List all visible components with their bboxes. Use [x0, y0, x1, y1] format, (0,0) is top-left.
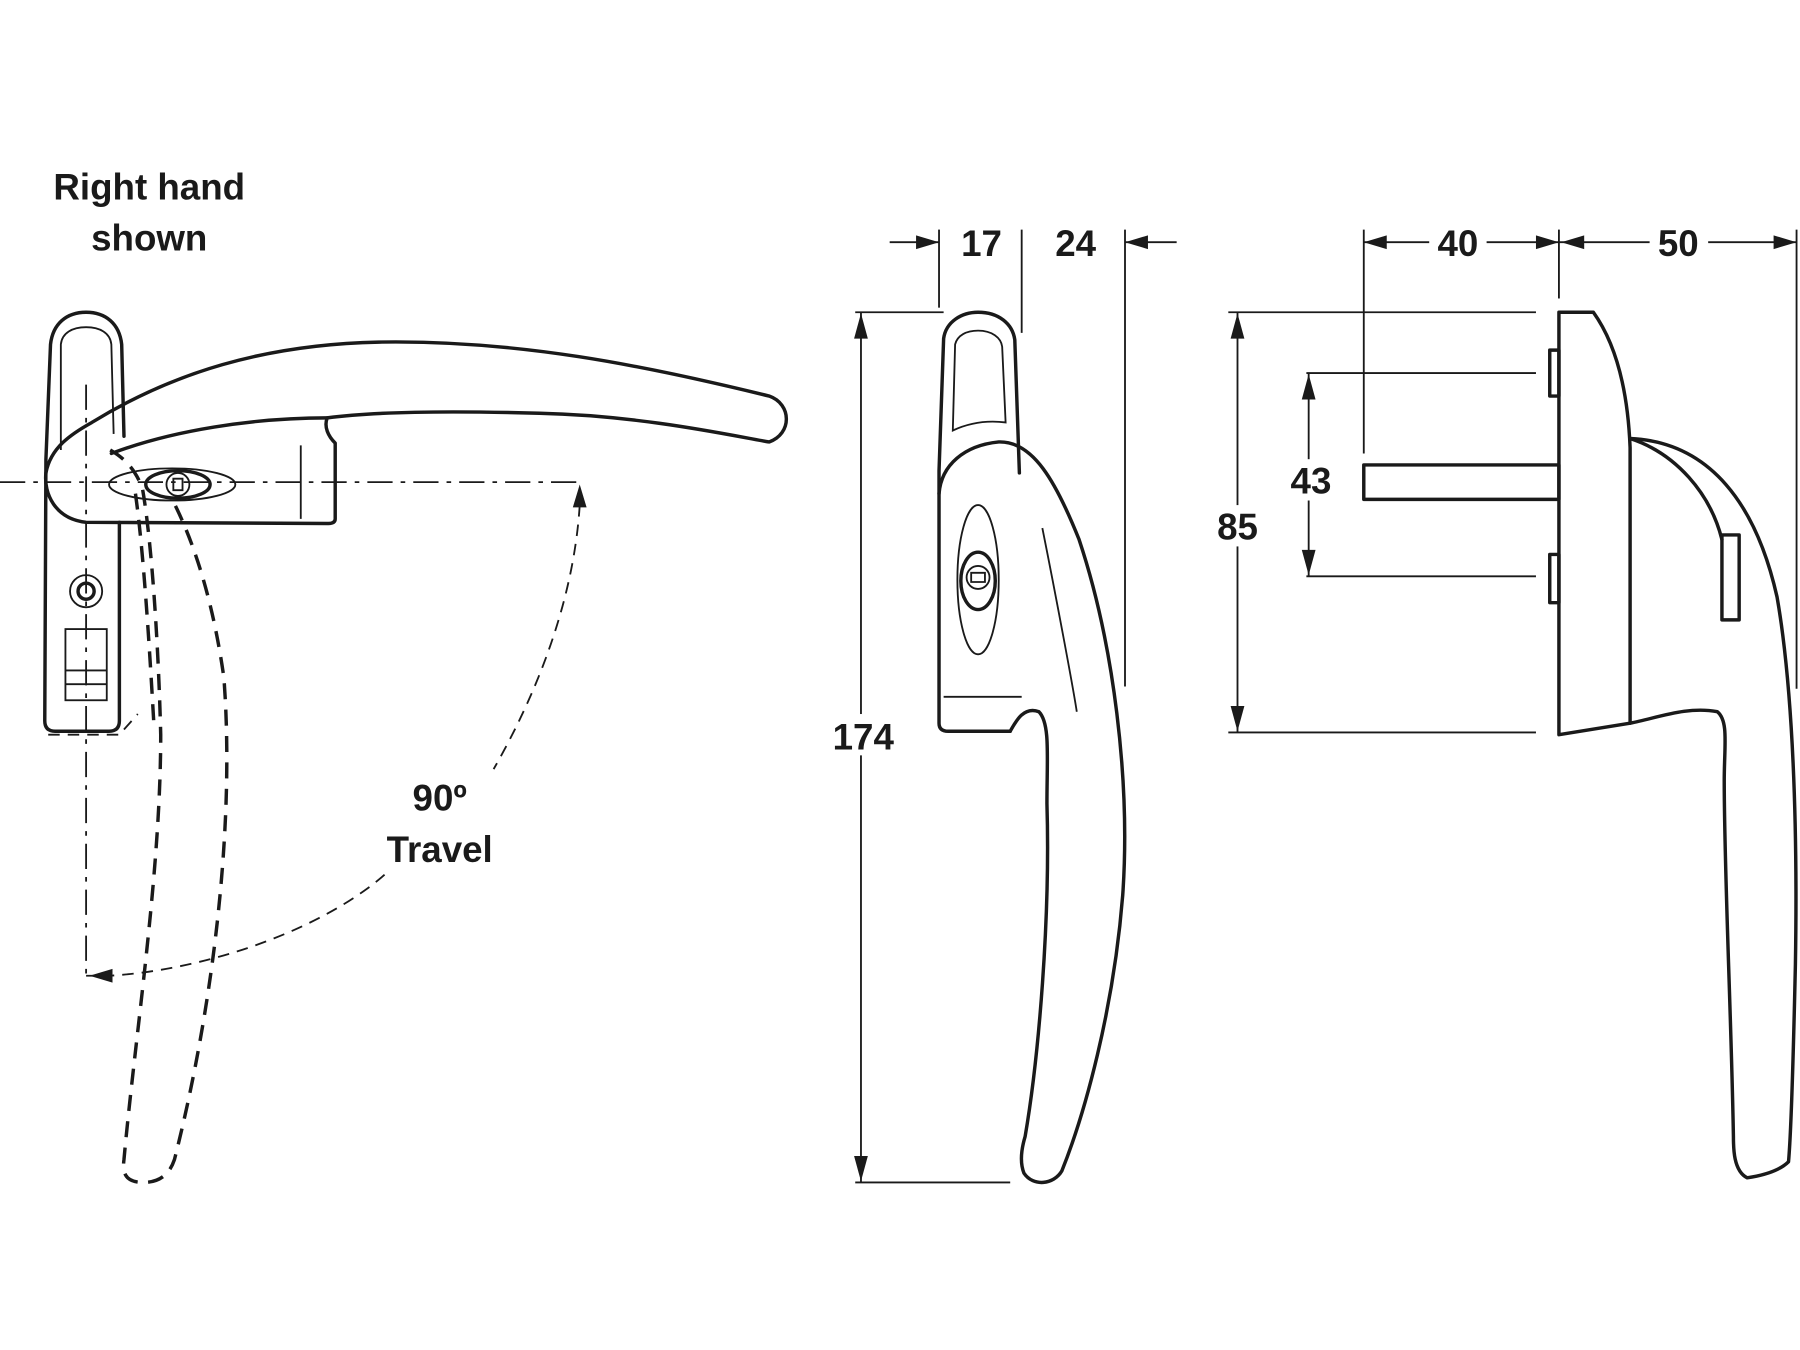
note-line-2: shown: [91, 217, 207, 258]
profile-backplate: [1557, 310, 1632, 737]
dim-85: 85: [1217, 507, 1258, 548]
arrow-left-icon: [89, 968, 113, 983]
profile-handle: [1628, 436, 1798, 1180]
handle-open-dashed: [109, 448, 229, 1185]
side-key-lock-icon: [965, 565, 991, 590]
dim-17: 17: [961, 223, 1002, 264]
dim-174: 174: [833, 717, 895, 758]
travel-label: Travel: [387, 829, 493, 870]
backplate-bottom-dash: [48, 713, 139, 736]
profile-view: 40 50 85 43: [1207, 223, 1798, 1180]
lock-escutcheon: [108, 467, 237, 502]
dim-40: 40: [1437, 223, 1478, 264]
note-line-1: Right hand: [53, 167, 245, 208]
dim-24: 24: [1055, 223, 1096, 264]
travel-arc: [109, 505, 581, 977]
spindle: [1362, 463, 1561, 502]
side-backplate: [937, 310, 1022, 733]
side-lock-escutcheon: [956, 504, 1000, 656]
lock-barrel: [144, 468, 212, 500]
side-handle: [937, 440, 1127, 1185]
backplate-slot: [59, 326, 115, 451]
dim-43: 43: [1291, 461, 1332, 502]
front-view: Right hand shown 90º Travel: [0, 167, 788, 1185]
handle-inner-edge: [109, 416, 329, 456]
side-view: 17 24 174: [824, 223, 1177, 1185]
backplate-outline: [43, 310, 126, 733]
arrow-up-icon: [572, 484, 587, 508]
travel-angle: 90º: [413, 777, 467, 818]
key-lock-icon: [165, 472, 191, 497]
dim-50: 50: [1658, 223, 1699, 264]
